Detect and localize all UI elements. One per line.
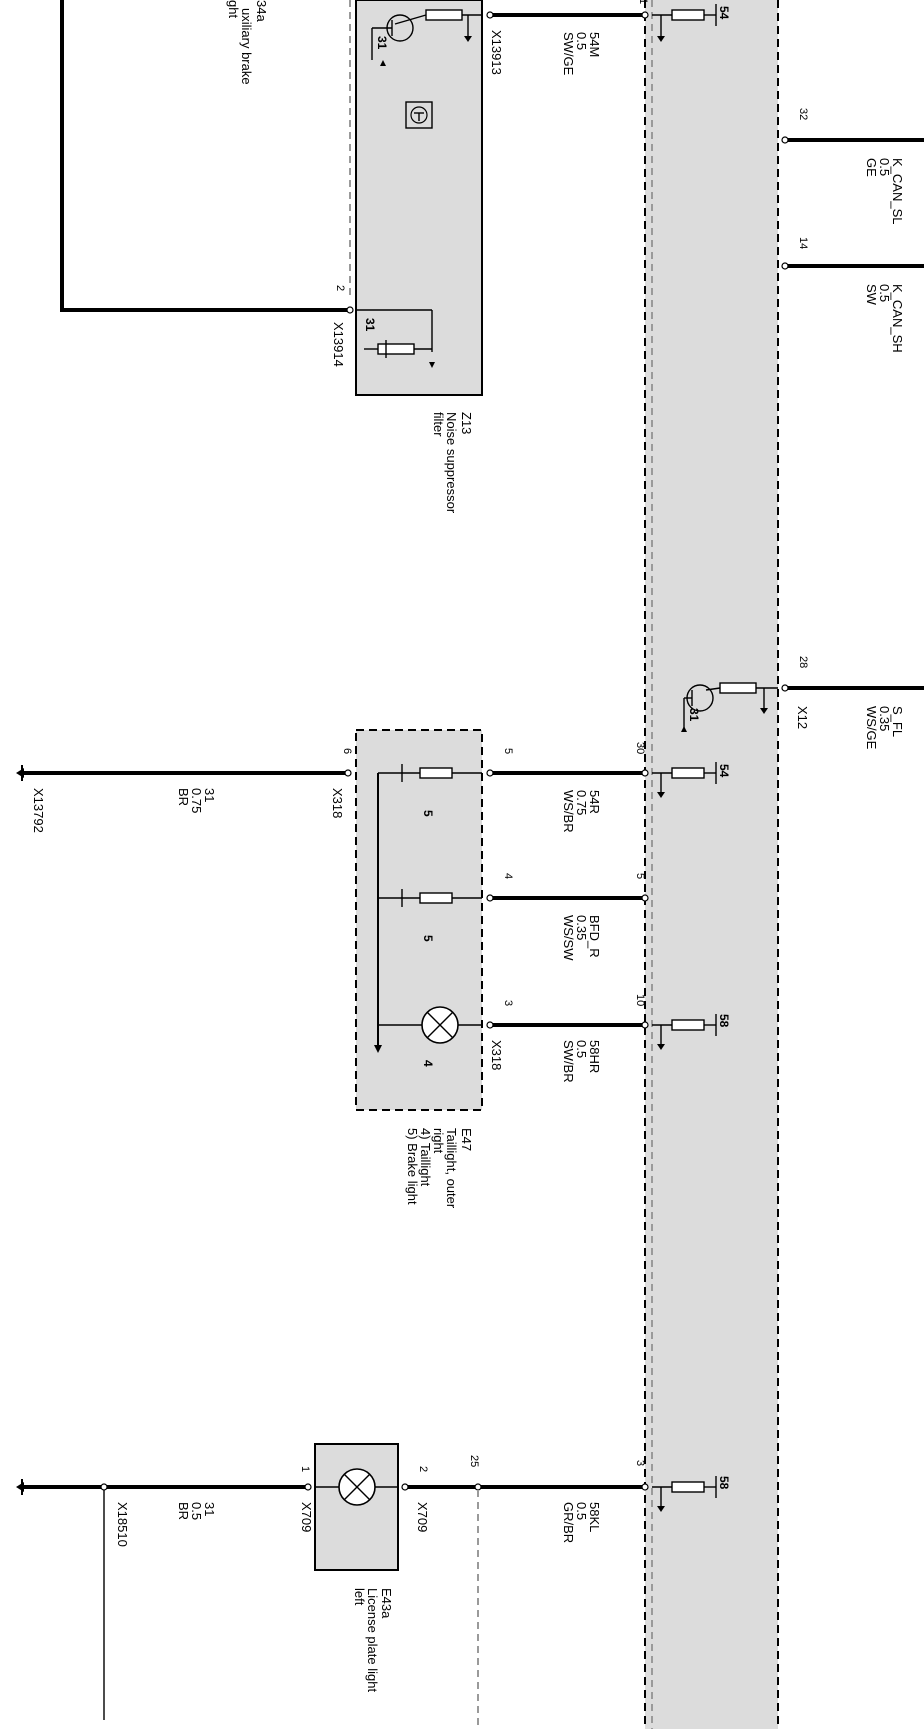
wire-31-b-color: BR xyxy=(176,1502,191,1520)
connector-x318-right: X318 xyxy=(489,1040,504,1070)
e47-internal-4: 4 xyxy=(421,1060,435,1067)
z13-terminal-31-b: 31 xyxy=(363,318,377,332)
e47-name-line1: Taillight, outer xyxy=(444,1128,459,1209)
partial-module-name-line1: uxiliary brake xyxy=(239,8,254,85)
terminal-54-top: 54 xyxy=(717,6,731,20)
e47-pin-4: 4 xyxy=(502,873,514,879)
z13-name-line1: Noise suppressor xyxy=(444,412,459,514)
wire-54m-size: 0.5 xyxy=(574,32,589,50)
wire-s-fl-color: WS/GE xyxy=(864,706,879,750)
control-module-body xyxy=(645,0,778,1729)
wire-54r-name: 54R xyxy=(587,790,602,814)
terminal-58-a: 58 xyxy=(717,1014,731,1028)
z13-pin-1: 1 xyxy=(637,0,649,4)
wire-31-a-size: 0.75 xyxy=(189,788,204,813)
e47-internal-5a: 5 xyxy=(421,810,435,817)
e47-internal-5b: 5 xyxy=(421,935,435,942)
z13-resistor-bottom xyxy=(377,343,415,355)
e47-pin-6: 6 xyxy=(341,748,353,754)
wire-can-sh-color: SW xyxy=(864,284,879,306)
pin-3-module: 3 xyxy=(634,1460,646,1466)
wire-31-b-size: 0.5 xyxy=(189,1502,204,1520)
wire-auxiliary-brake xyxy=(60,0,350,312)
e43a-module-box xyxy=(314,1443,399,1571)
terminal-54-mid: 54 xyxy=(717,764,731,778)
wire-can-sh-size: 0.5 xyxy=(877,284,892,302)
pin-14: 14 xyxy=(797,237,809,249)
wire-can-sl-size: 0.5 xyxy=(877,158,892,176)
e47-id: E47 xyxy=(459,1128,474,1151)
pin-32: 32 xyxy=(797,108,809,120)
pin-28: 28 xyxy=(797,656,809,668)
e47-name-line2: right xyxy=(431,1128,446,1154)
connector-x709-right: X709 xyxy=(415,1502,430,1532)
connector-x12: X12 xyxy=(795,706,810,729)
pin-30: 30 xyxy=(634,742,646,754)
terminal-58-b: 58 xyxy=(717,1476,731,1490)
connector-x13914: X13914 xyxy=(331,322,346,367)
connector-x318-left: X318 xyxy=(330,788,345,818)
partial-module-name-line2: ght xyxy=(226,0,241,18)
e47-sub-taillight: 4) Taillight xyxy=(418,1128,433,1187)
e47-module-box xyxy=(355,729,483,1111)
connector-x13792: X13792 xyxy=(31,788,46,833)
z13-resistor-top xyxy=(425,9,463,21)
e47-sub-brake-light: 5) Brake light xyxy=(405,1128,420,1205)
connector-x18510: X18510 xyxy=(115,1502,130,1547)
wire-54r-size: 0.75 xyxy=(574,790,589,815)
wire-54m-name: 54M xyxy=(587,32,602,57)
wire-31-b-name: 31 xyxy=(202,1502,217,1516)
pin-10: 10 xyxy=(634,994,646,1006)
wire-31-a-color: BR xyxy=(176,788,191,806)
wire-58hr-name: 58HR xyxy=(587,1040,602,1073)
z13-pin-2: 2 xyxy=(334,285,346,291)
wire-31-a-name: 31 xyxy=(202,788,217,802)
z13-terminal-31: 31 xyxy=(375,36,389,50)
e43a-pin-2: 2 xyxy=(417,1466,429,1472)
z13-id: Z13 xyxy=(459,412,474,434)
wire-58hr-color: SW/BR xyxy=(561,1040,576,1083)
connector-x13913: X13913 xyxy=(489,30,504,75)
wire-can-sl-name: K_CAN_SL xyxy=(890,158,905,224)
connector-x709-left: X709 xyxy=(299,1502,314,1532)
wire-58kl-name: 58KL xyxy=(587,1502,602,1532)
wire-54r-color: WS/BR xyxy=(561,790,576,833)
wire-58kl-size: 0.5 xyxy=(574,1502,589,1520)
wire-s-fl-name: S_FL xyxy=(890,706,905,737)
wire-bfd-r-name: BFD_R xyxy=(587,915,602,958)
wire-58hr-size: 0.5 xyxy=(574,1040,589,1058)
z13-name-line2: filter xyxy=(431,412,446,437)
e43a-name-line2: left xyxy=(352,1588,367,1606)
wire-58kl-color: GR/BR xyxy=(561,1502,576,1543)
wire-s-fl-size: 0.35 xyxy=(877,706,892,731)
z13-module-box xyxy=(355,0,483,396)
pin-25: 25 xyxy=(468,1455,480,1467)
e47-pin-3: 3 xyxy=(502,1000,514,1006)
e43a-id: E43a xyxy=(379,1588,394,1619)
terminal-31-module: 31 xyxy=(687,708,701,722)
wire-can-sl-color: GE xyxy=(864,158,879,177)
wire-54m-color: SW/GE xyxy=(561,32,576,76)
e43a-pin-1: 1 xyxy=(299,1466,311,1472)
e47-pin-5: 5 xyxy=(502,748,514,754)
wire-bfd-r-color: WS/SW xyxy=(561,915,576,961)
wire-bfd-r-size: 0.35 xyxy=(574,915,589,940)
wire-can-sh-name: K_CAN_SH xyxy=(890,284,905,353)
e43a-name-line1: License plate light xyxy=(365,1588,380,1692)
partial-module-id: 34a xyxy=(254,0,269,22)
pin-5-module: 5 xyxy=(634,873,646,879)
z13-sensor-icon xyxy=(405,101,433,129)
